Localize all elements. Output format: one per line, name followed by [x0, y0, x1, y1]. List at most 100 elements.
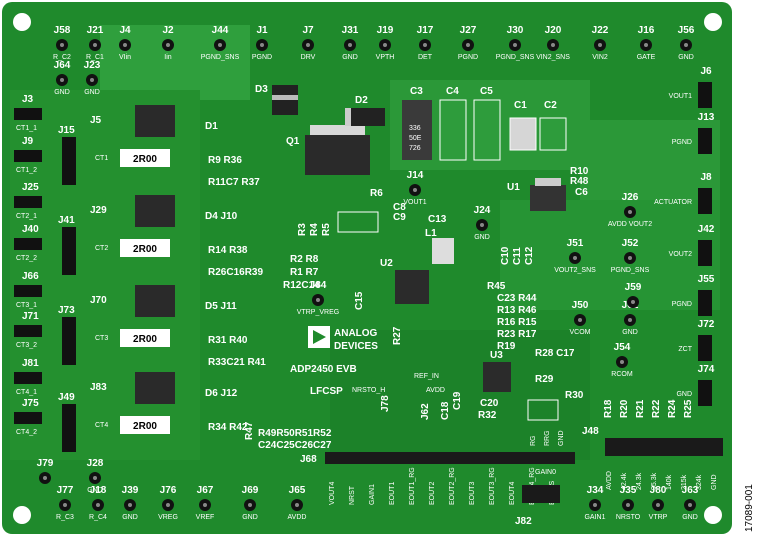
test-point-pin: [578, 318, 582, 322]
connector-ref: J71: [22, 311, 39, 322]
regulator-u1: [530, 185, 566, 211]
r5-label: R5: [321, 223, 332, 236]
connector-net: GAIN1: [584, 514, 605, 521]
header-body[interactable]: [62, 317, 76, 365]
connector-ref: J56: [678, 25, 695, 36]
connector-net: VTRP_VREG: [297, 309, 339, 316]
r2-r8-label: R2 R8: [290, 254, 319, 265]
header-body[interactable]: [62, 227, 76, 275]
controller-u2: [395, 270, 429, 304]
connector-ref: J18: [90, 485, 107, 496]
connector-ref: J54: [614, 342, 631, 353]
jumper-ref: J83: [90, 382, 107, 393]
q1-label: Q1: [286, 136, 300, 147]
test-point-pin: [295, 503, 299, 507]
j68-label: J68: [300, 454, 317, 465]
test-point-pin: [628, 318, 632, 322]
header-body: [698, 290, 712, 316]
connector-ref: J13: [698, 112, 715, 123]
c5-label: C5: [480, 86, 493, 97]
regulator-u1-tab: [535, 178, 561, 186]
test-point-j79[interactable]: J79: [37, 458, 54, 484]
connector-net: CT3_1: [16, 302, 37, 309]
test-point-j59[interactable]: J59: [625, 282, 642, 308]
c18-label: C18: [440, 401, 451, 420]
test-point-pin: [626, 503, 630, 507]
connector-ref: J76: [160, 485, 177, 496]
jumper-ref: J70: [90, 295, 107, 306]
connector-net: CT2_1: [16, 213, 37, 220]
analog-devices-logo: ANALOG DEVICES: [308, 326, 378, 352]
resistor-label: R25: [683, 399, 694, 418]
connector-ref: J67: [197, 485, 214, 496]
header-ref: J41: [58, 215, 75, 226]
component-labels: R34 R42: [208, 422, 248, 433]
connector-ref: J24: [474, 205, 491, 216]
header-body[interactable]: [62, 404, 76, 452]
cap-c5: [473, 99, 501, 161]
gain0-label: GAIN0: [535, 469, 556, 476]
connector-ref: J30: [507, 25, 524, 36]
c13-label: C13: [428, 214, 447, 225]
test-point-pin: [628, 256, 632, 260]
header-body[interactable]: [62, 137, 76, 185]
resistor-body: [120, 239, 170, 257]
header-body: [14, 196, 42, 208]
